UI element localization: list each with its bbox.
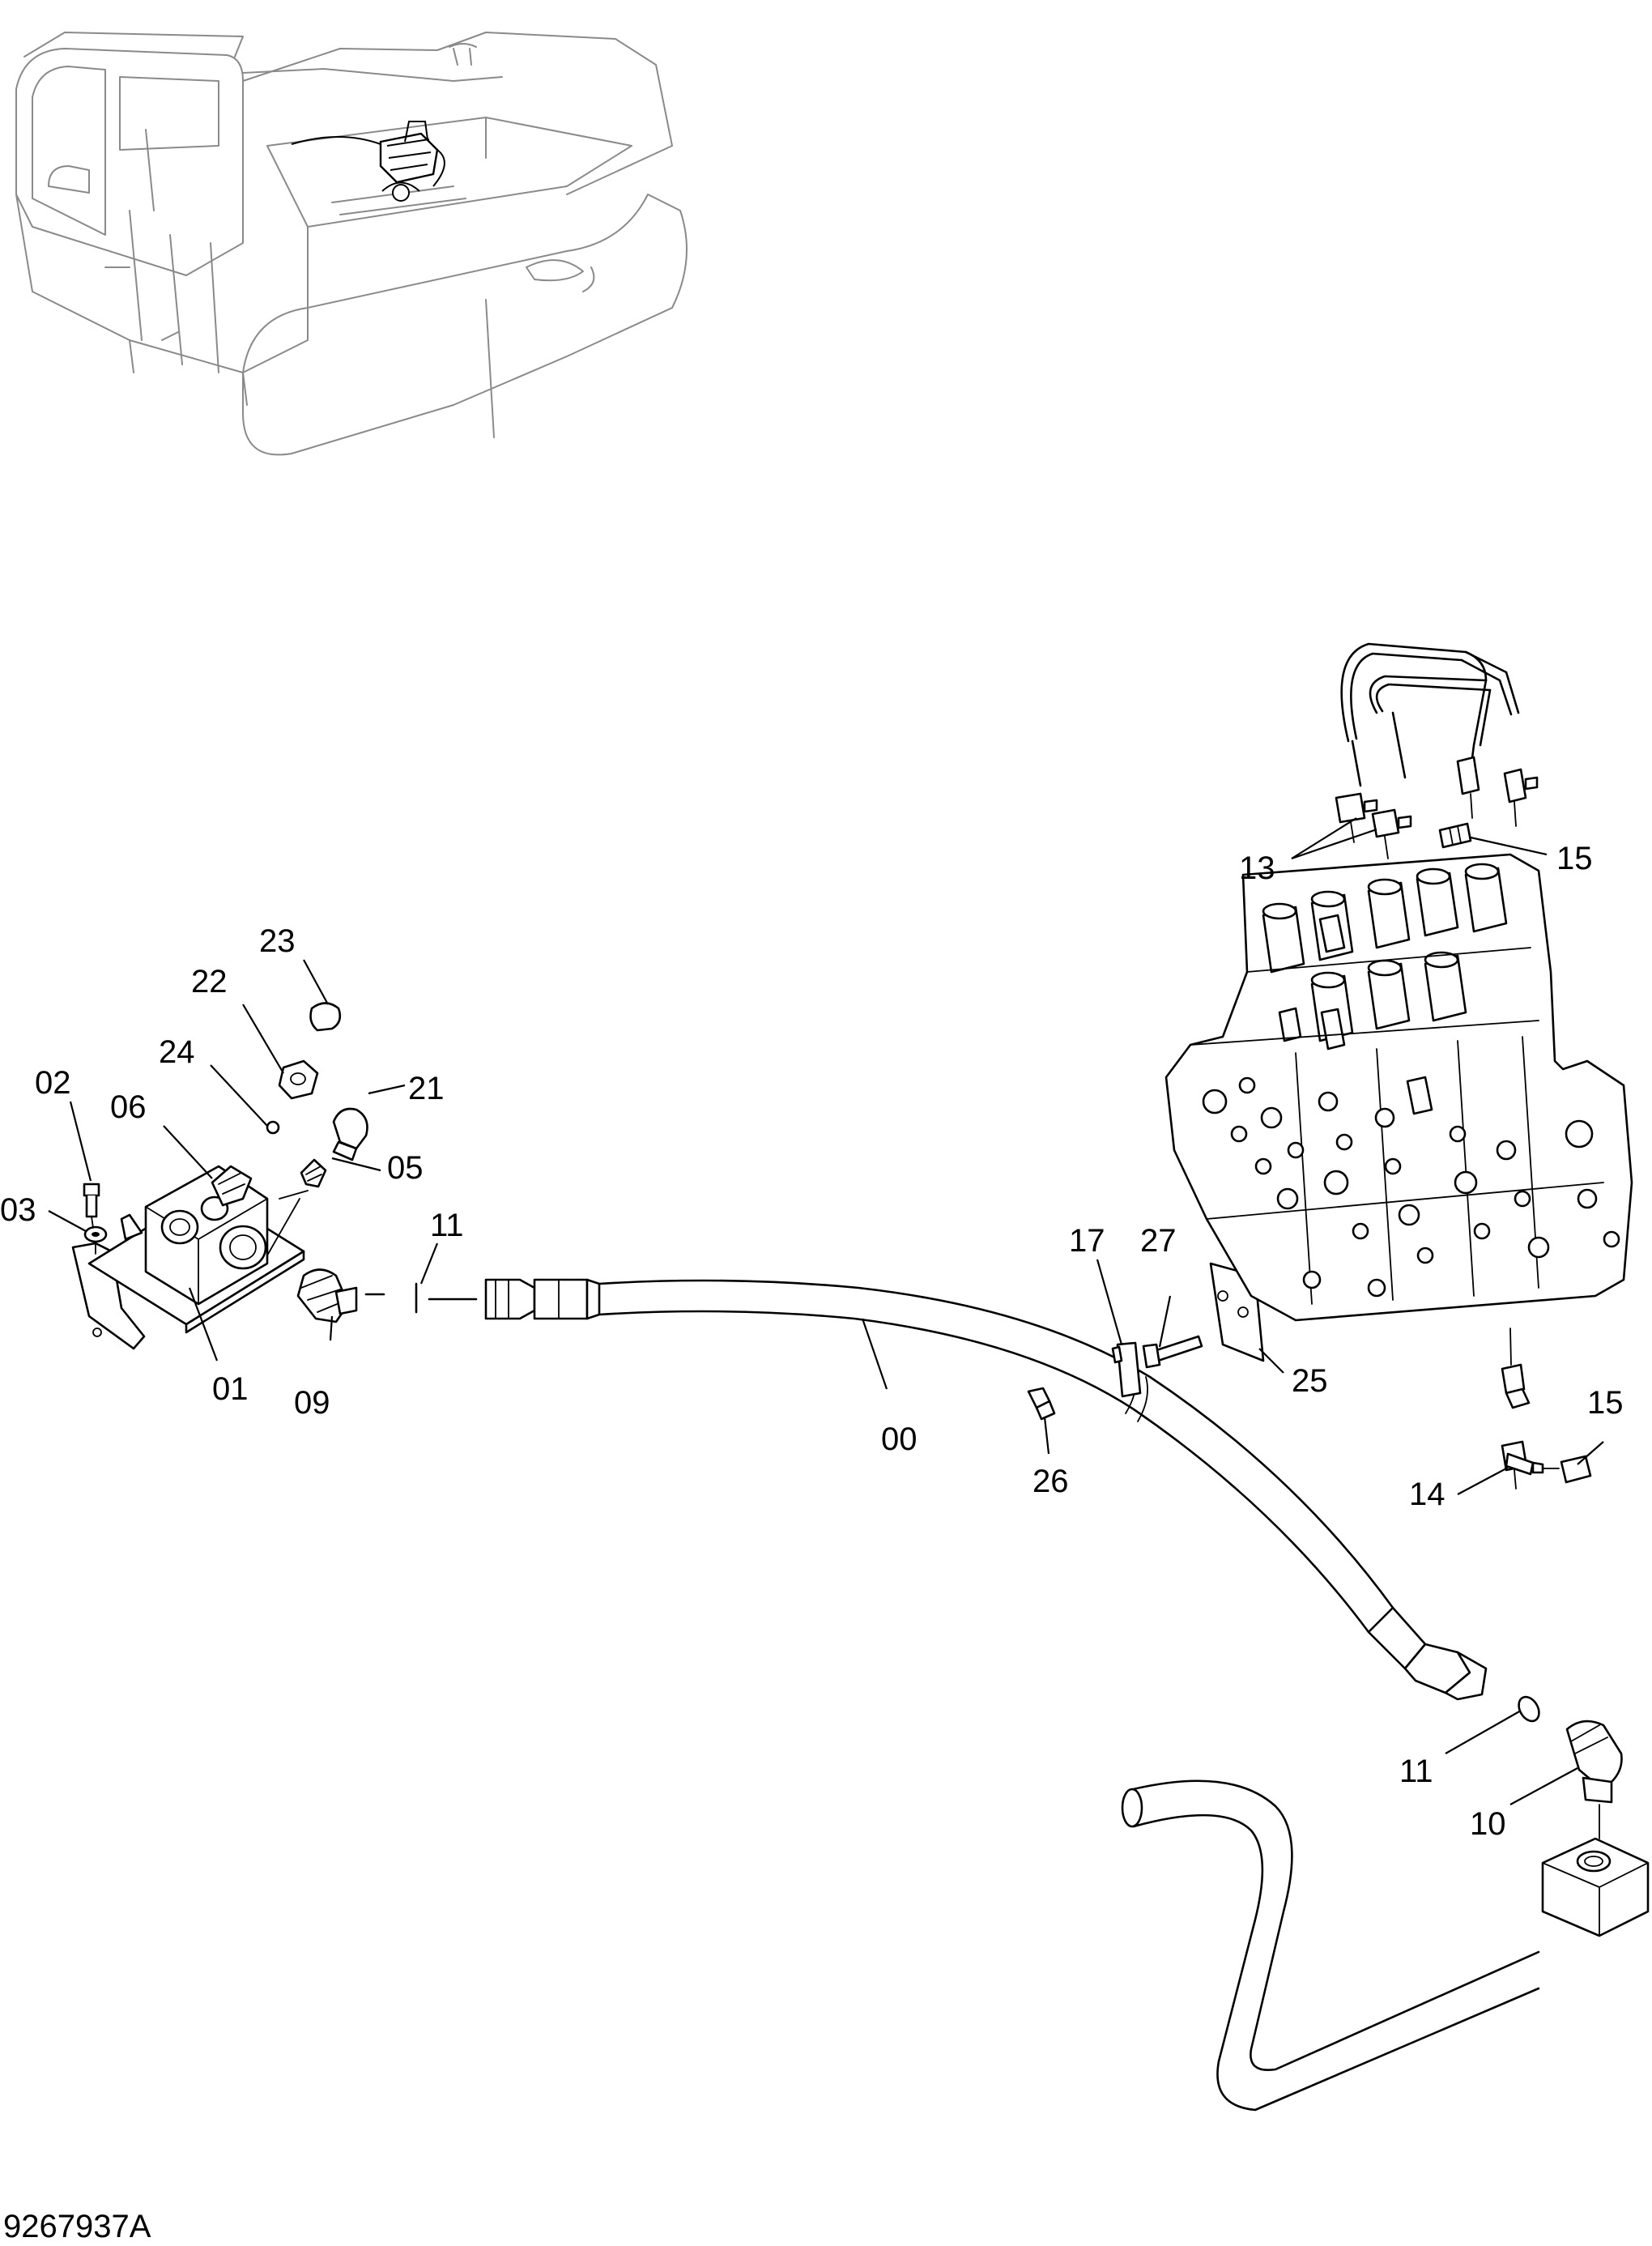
elbow-09-icon xyxy=(296,1268,358,1323)
washer-03-icon xyxy=(83,1225,108,1243)
callout-13: 13 xyxy=(1239,850,1275,886)
callout-15-bottom: 15 xyxy=(1587,1385,1624,1421)
leader-lines xyxy=(48,817,1604,1805)
valve-port-circles xyxy=(1202,1076,1620,1298)
callout-22: 22 xyxy=(191,964,228,999)
nut-22-icon xyxy=(278,1059,319,1100)
clamp-17-icon xyxy=(1111,1341,1142,1398)
cap-21-icon xyxy=(332,1107,368,1161)
callout-27: 27 xyxy=(1140,1223,1177,1259)
callout-11-bottom: 11 xyxy=(1399,1754,1433,1789)
callout-10: 10 xyxy=(1470,1806,1506,1842)
elbow-10-icon xyxy=(1565,1720,1623,1804)
callout-23: 23 xyxy=(259,923,296,959)
callout-25: 25 xyxy=(1292,1363,1328,1399)
mounting-bracket-assembly xyxy=(71,1165,305,1350)
bolt-27-icon xyxy=(1142,1335,1203,1369)
callout-15-top: 15 xyxy=(1556,841,1593,876)
adapter-06-icon xyxy=(211,1165,253,1207)
orifice-24-icon xyxy=(266,1120,280,1135)
callout-00: 00 xyxy=(881,1421,918,1457)
valve-spool-caps xyxy=(1262,863,1508,1042)
callout-03: 03 xyxy=(0,1192,36,1228)
o-ring-11-edge-icon xyxy=(364,1282,478,1314)
bolt-02-icon xyxy=(83,1183,100,1218)
machine-overview-illustration xyxy=(15,32,688,456)
callout-06: 06 xyxy=(110,1089,147,1125)
callout-labels: 23 22 24 02 06 21 05 03 11 01 09 00 17 2… xyxy=(0,841,1624,1842)
callout-05: 05 xyxy=(387,1150,424,1186)
drawing-number: 9267937A xyxy=(3,2209,151,2244)
return-tube-illustration xyxy=(1121,1779,1650,2112)
callout-09: 09 xyxy=(294,1385,330,1421)
callout-14: 14 xyxy=(1409,1477,1446,1512)
bolt-axis-line xyxy=(91,1216,96,1255)
callout-17: 17 xyxy=(1069,1223,1105,1259)
callout-24: 24 xyxy=(159,1034,195,1070)
callout-26: 26 xyxy=(1032,1464,1069,1499)
plug-23-icon xyxy=(309,1002,342,1032)
callout-21: 21 xyxy=(408,1071,445,1106)
bolt-26-icon xyxy=(1027,1387,1056,1421)
control-valve-location-icon xyxy=(291,121,445,202)
o-ring-11-icon xyxy=(1518,1695,1540,1723)
callout-02: 02 xyxy=(35,1065,71,1101)
fitting-05-icon xyxy=(300,1158,327,1188)
callout-11-top: 11 xyxy=(430,1208,464,1243)
control-valve-illustration xyxy=(1164,642,1633,1490)
hose-00-icon xyxy=(484,1278,1488,1701)
callout-01: 01 xyxy=(212,1371,249,1407)
assembly-guide-line xyxy=(266,1190,309,1256)
